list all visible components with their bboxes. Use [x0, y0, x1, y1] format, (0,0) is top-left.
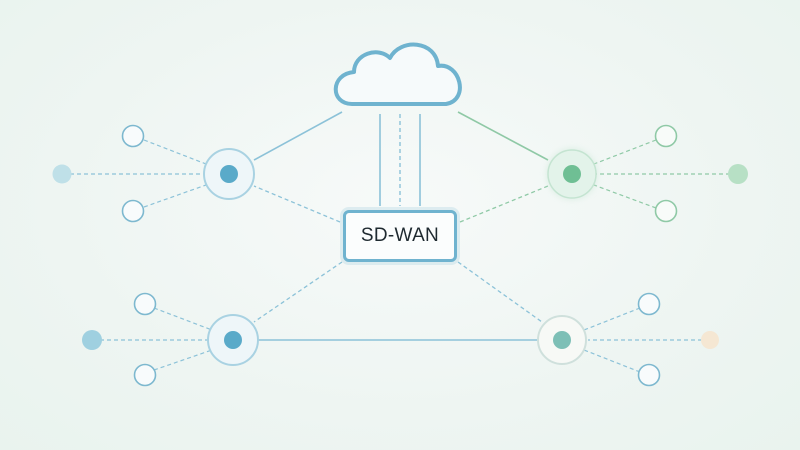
spokes-bottom-right [583, 307, 702, 373]
spoke-line [593, 184, 657, 209]
site-core-dot [563, 165, 581, 183]
site-core-dot [220, 165, 238, 183]
endpoint-node [52, 164, 72, 184]
link-sdwan-site-top-left [253, 185, 341, 223]
spoke-line [153, 349, 213, 371]
link-cloud-site-top-right [457, 111, 549, 161]
sdwan-label: SD-WAN [360, 225, 440, 246]
spoke-line [153, 307, 213, 331]
endpoint-node [121, 199, 145, 223]
endpoint-node [637, 292, 661, 316]
endpoint-node [654, 199, 678, 223]
spoke-line [583, 349, 641, 373]
endpoints-bottom-left [82, 292, 157, 387]
cloud-icon [333, 42, 462, 106]
endpoint-node [133, 292, 157, 316]
endpoints-top-right [654, 124, 748, 223]
link-sdwan-site-bottom-right [457, 261, 543, 323]
spoke-line [143, 184, 207, 208]
endpoints-bottom-right [637, 292, 719, 387]
sdwan-hub-box: SD-WAN [343, 210, 457, 262]
endpoint-node [121, 124, 145, 148]
endpoint-node [654, 124, 678, 148]
spoke-line [583, 307, 641, 331]
endpoint-node [133, 363, 157, 387]
site-top-right [546, 148, 598, 200]
cloud-links [253, 111, 549, 206]
endpoint-node [728, 164, 748, 184]
spoke-line [593, 139, 657, 165]
spokes-top-left [70, 139, 207, 208]
endpoint-node [701, 331, 719, 349]
endpoint-node [82, 330, 102, 350]
spoke-line [143, 139, 207, 165]
site-top-left [203, 148, 255, 200]
hub-links [253, 185, 549, 323]
endpoint-node [637, 363, 661, 387]
site-bottom-right [537, 315, 587, 365]
site-core-dot [224, 331, 242, 349]
link-sdwan-site-bottom-left [253, 261, 343, 323]
site-core-dot [553, 331, 571, 349]
site-bottom-left [207, 314, 259, 366]
endpoints-top-left [52, 124, 145, 223]
spokes-bottom-left [100, 307, 213, 371]
link-sdwan-site-top-right [459, 185, 549, 223]
link-cloud-site-top-left [253, 111, 343, 161]
spokes-top-right [593, 139, 730, 209]
